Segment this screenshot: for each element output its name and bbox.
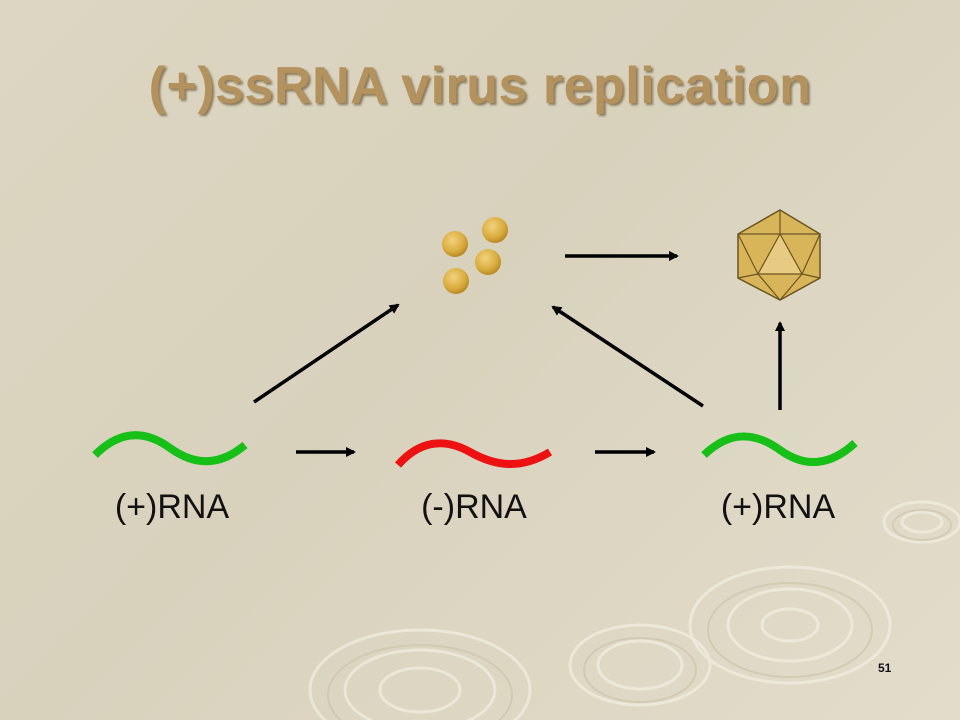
capsid-proteins bbox=[442, 217, 508, 294]
slide-title: (+)ssRNA virus replication bbox=[148, 57, 812, 115]
label-positive-rna-2: (+)RNA bbox=[720, 488, 836, 526]
arrow-new-rna-to-proteins bbox=[551, 305, 704, 408]
page-number: 51 bbox=[878, 661, 892, 675]
label-negative-rna: (-)RNA bbox=[421, 488, 527, 526]
negative-rna-strand bbox=[394, 439, 553, 468]
label-positive-rna-1: (+)RNA bbox=[114, 488, 230, 526]
protein-sphere bbox=[482, 217, 508, 243]
arrow-rna-to-proteins bbox=[253, 303, 400, 404]
protein-sphere bbox=[443, 268, 469, 294]
protein-sphere bbox=[442, 231, 468, 257]
protein-sphere bbox=[475, 249, 501, 275]
positive-rna-strand-2 bbox=[701, 432, 858, 466]
icosahedral-virion-icon bbox=[737, 209, 821, 301]
positive-rna-strand-1 bbox=[92, 431, 248, 466]
